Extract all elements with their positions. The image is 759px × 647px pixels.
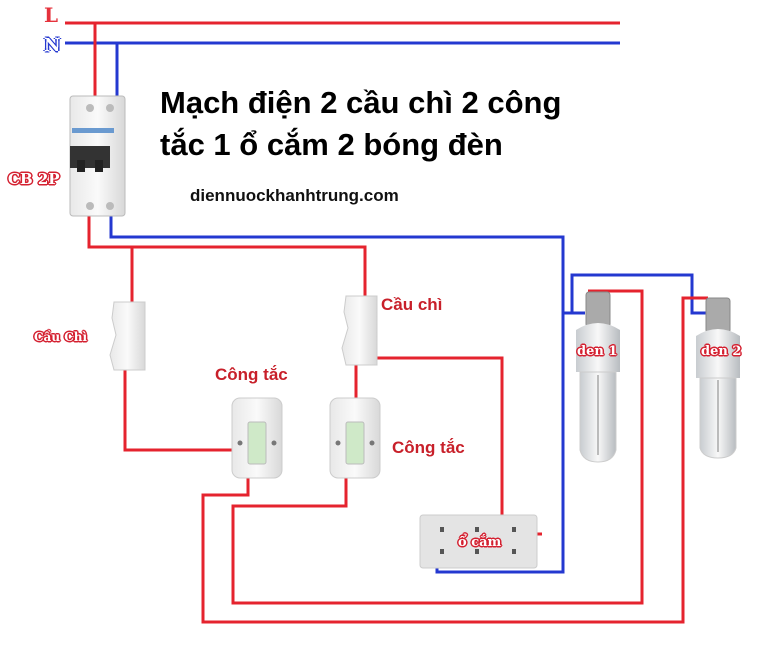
fuse2-socket-wire <box>375 356 504 517</box>
fuse2-label: Cầu chì <box>381 295 443 314</box>
bulb-1 <box>576 291 620 463</box>
website-url: diennuockhanhtrung.com <box>190 186 399 205</box>
neutral-label: N <box>44 35 61 56</box>
switch1-bulb2-wire <box>201 296 708 624</box>
fuse-2 <box>341 295 378 366</box>
circuit-breaker <box>69 95 126 217</box>
page-title: Mạch điện 2 cầu chì 2 công tắc 1 ổ cắm 2… <box>160 82 561 166</box>
title-line-2: tắc 1 ổ cắm 2 bóng đèn <box>160 127 503 162</box>
socket <box>419 514 538 569</box>
fuse1-switch1-wire <box>123 370 234 452</box>
bulb2-label: den 2 <box>701 344 742 359</box>
switch2-label: Công tắc <box>392 438 465 457</box>
neutral-bus-wire <box>109 215 565 574</box>
switch-1[interactable] <box>231 397 283 479</box>
title-line-1: Mạch điện 2 cầu chì 2 công <box>160 85 562 120</box>
breaker-label: CB 2P <box>8 170 60 188</box>
socket-label: ổ cắm <box>458 535 502 550</box>
bulb-2 <box>696 297 740 459</box>
bulb2-neutral-wire <box>570 273 710 315</box>
switch1-label: Công tắc <box>215 365 288 384</box>
live-bus-wire <box>87 215 367 297</box>
fuse-1 <box>109 301 146 371</box>
switch2-bulb1-wire <box>231 289 644 605</box>
switch-2[interactable] <box>329 397 381 479</box>
bulb1-label: den 1 <box>577 344 618 359</box>
fuse1-label: Cầu Chì <box>34 330 88 344</box>
live-label: L <box>44 3 59 27</box>
